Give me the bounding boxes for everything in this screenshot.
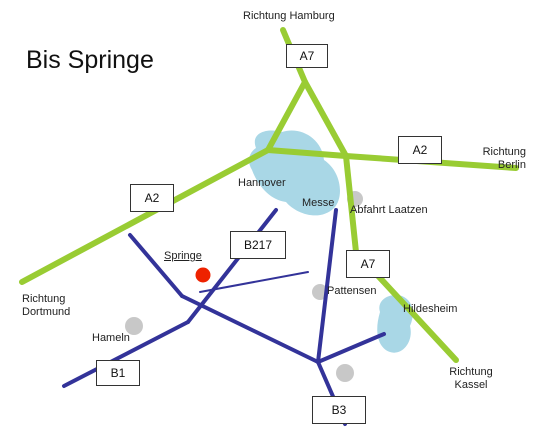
a7-south-road (343, 153, 359, 255)
direction-dortmund-line2: Dortmund (22, 306, 71, 318)
b1-road (62, 320, 190, 388)
road-to-hamburg-junction (128, 233, 184, 298)
a7-link-east (302, 79, 349, 159)
a2-west-shield: A2 (130, 184, 174, 212)
hameln-label: Hameln (92, 332, 130, 344)
road-messe-south (316, 208, 338, 364)
a2-east-shield: A2 (398, 136, 442, 164)
b217-shield: B217 (230, 231, 286, 259)
a7-link-west (265, 79, 308, 153)
a7-south-shield: A7 (346, 250, 390, 278)
direction-berlin-label: Richtung Berlin (470, 146, 526, 172)
hildesheim-city-area (377, 294, 413, 353)
road-hameln-pattensen (180, 294, 320, 364)
direction-hamburg-label: Richtung Hamburg (243, 10, 335, 22)
south-town-marker (336, 364, 354, 382)
hildesheim-label: Hildesheim (403, 303, 458, 315)
direction-kassel-label: Richtung Kassel (432, 366, 510, 392)
hameln-marker (125, 317, 143, 335)
direction-kassel-line1: Richtung (449, 366, 493, 378)
map-title: Bis Springe (26, 46, 154, 74)
a7-shield: A7 (286, 44, 328, 68)
direction-berlin-line2: Berlin (497, 159, 526, 171)
direction-dortmund-line1: Richtung (22, 293, 66, 305)
pattensen-label: Pattensen (327, 285, 377, 297)
b3-shield: B3 (312, 396, 366, 424)
b217-road (186, 208, 278, 324)
direction-berlin-line1: Richtung (482, 146, 526, 158)
b1-shield: B1 (96, 360, 140, 386)
direction-dortmund-label: Richtung Dortmund (22, 293, 70, 319)
messe-label: Messe (302, 197, 335, 209)
springe-marker (195, 267, 211, 283)
springe-label: Springe (164, 250, 202, 262)
a2-middle-road (265, 147, 349, 159)
abfahrt-laatzen-label: Abfahrt Laatzen (350, 204, 428, 216)
direction-kassel-line2: Kassel (454, 379, 488, 391)
hannover-label: Hannover (238, 177, 286, 189)
road-to-hildesheim (316, 332, 386, 364)
a2-west-road (19, 147, 271, 285)
road-springe-pattensen (199, 271, 309, 293)
